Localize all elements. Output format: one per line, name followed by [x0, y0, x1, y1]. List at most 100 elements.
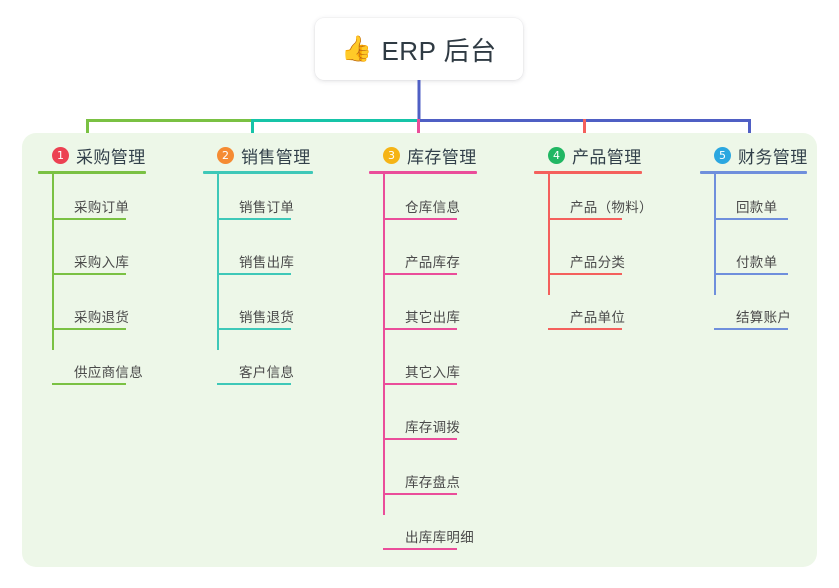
leaf-label: 采购入库: [74, 255, 130, 270]
column-title-3: 库存管理: [407, 147, 477, 167]
column-title-1: 采购管理: [76, 147, 146, 167]
column-title-2: 销售管理: [241, 147, 311, 167]
leaf-list-2: 销售订单销售出库销售退货客户信息: [217, 174, 313, 394]
leaf-underline: [383, 438, 457, 440]
leaf-underline: [383, 493, 457, 495]
leaf-spine-1: [52, 174, 54, 350]
root-node-title: ERP 后台: [381, 35, 497, 66]
leaf-label: 其它入库: [405, 365, 461, 380]
column-4: 4 产品管理产品（物料） 产品分类产品单位: [534, 143, 653, 339]
leaf-item[interactable]: 库存盘点: [383, 449, 477, 504]
column-2: 2 销售管理销售订单销售出库销售退货客户信息: [203, 143, 313, 394]
leaf-item[interactable]: 采购退货: [52, 284, 146, 339]
leaf-underline: [52, 383, 126, 385]
leaf-item[interactable]: 结算账户: [714, 284, 808, 339]
column-underline-5: [700, 171, 807, 174]
leaf-underline: [714, 218, 788, 220]
column-header-3[interactable]: 3 库存管理: [369, 143, 477, 167]
leaf-item[interactable]: 产品单位: [548, 284, 642, 339]
leaf-item[interactable]: 采购入库: [52, 229, 146, 284]
column-header-5[interactable]: 5 财务管理: [700, 143, 808, 167]
leaf-item[interactable]: 出库库明细: [383, 504, 477, 559]
column-underline-1: [38, 171, 146, 174]
leaf-label: 付款单: [736, 255, 778, 270]
leaf-label: 产品分类: [570, 255, 626, 270]
column-1: 1 采购管理采购订单采购入库采购退货供应商信息: [38, 143, 146, 394]
leaf-item[interactable]: 其它出库: [383, 284, 477, 339]
leaf-label: 销售退货: [239, 310, 295, 325]
leaf-underline: [548, 218, 622, 220]
leaf-underline: [548, 273, 622, 275]
leaf-spine-2: [217, 174, 219, 350]
column-badge-1: 1: [52, 146, 69, 164]
leaf-label: 产品（物料）: [570, 200, 653, 215]
leaf-underline: [383, 218, 457, 220]
column-3: 3 库存管理仓库信息产品库存其它出库其它入库库存调拨库存盘点出库库明细: [369, 143, 477, 559]
leaf-item[interactable]: 采购订单: [52, 174, 146, 229]
leaf-spine-3: [383, 174, 385, 515]
leaf-item[interactable]: 产品（物料）: [548, 174, 653, 229]
leaf-label: 产品库存: [405, 255, 461, 270]
leaf-item[interactable]: 销售出库: [217, 229, 313, 284]
leaf-list-5: 回款单付款单结算账户: [714, 174, 808, 339]
leaf-label: 回款单: [736, 200, 778, 215]
leaf-label: 采购订单: [74, 200, 130, 215]
leaf-label: 客户信息: [239, 365, 295, 380]
column-underline-4: [534, 171, 642, 174]
leaf-underline: [52, 328, 126, 330]
column-title-5: 财务管理: [738, 147, 808, 167]
leaf-underline: [217, 383, 291, 385]
leaf-underline: [217, 273, 291, 275]
leaf-list-1: 采购订单采购入库采购退货供应商信息: [52, 174, 146, 394]
leaf-label: 库存调拨: [405, 420, 461, 435]
leaf-label: 出库库明细: [405, 530, 474, 545]
leaf-item[interactable]: 产品库存: [383, 229, 477, 284]
leaf-spine-4: [548, 174, 550, 295]
column-underline-2: [203, 171, 313, 174]
column-5: 5 财务管理回款单付款单结算账户: [700, 143, 808, 339]
root-node-card[interactable]: 👍 ERP 后台: [315, 18, 523, 80]
column-badge-3: 3: [383, 146, 400, 164]
column-header-1[interactable]: 1 采购管理: [38, 143, 146, 167]
leaf-label: 其它出库: [405, 310, 461, 325]
leaf-item[interactable]: 供应商信息: [52, 339, 146, 394]
column-header-2[interactable]: 2 销售管理: [203, 143, 313, 167]
leaf-underline: [383, 328, 457, 330]
leaf-label: 库存盘点: [405, 475, 461, 490]
leaf-label: 销售订单: [239, 200, 295, 215]
leaf-underline: [383, 273, 457, 275]
leaf-spine-5: [714, 174, 716, 295]
column-header-4[interactable]: 4 产品管理: [534, 143, 642, 167]
column-badge-4: 4: [548, 146, 565, 164]
leaf-item[interactable]: 付款单: [714, 229, 808, 284]
leaf-item[interactable]: 销售订单: [217, 174, 313, 229]
leaf-underline: [383, 383, 457, 385]
leaf-label: 供应商信息: [74, 365, 143, 380]
leaf-label: 仓库信息: [405, 200, 461, 215]
leaf-item[interactable]: 仓库信息: [383, 174, 477, 229]
leaf-underline: [714, 273, 788, 275]
column-badge-2: 2: [217, 146, 234, 164]
column-title-4: 产品管理: [572, 147, 642, 167]
leaf-label: 产品单位: [570, 310, 626, 325]
leaf-item[interactable]: 回款单: [714, 174, 808, 229]
leaf-underline: [714, 328, 788, 330]
leaf-underline: [217, 218, 291, 220]
leaf-item[interactable]: 销售退货: [217, 284, 313, 339]
leaf-item[interactable]: 产品分类: [548, 229, 642, 284]
column-underline-3: [369, 171, 477, 174]
leaf-item[interactable]: 库存调拨: [383, 394, 477, 449]
leaf-list-4: 产品（物料） 产品分类产品单位: [548, 174, 653, 339]
thumbs-up-icon: 👍: [341, 34, 373, 63]
leaf-underline: [52, 218, 126, 220]
leaf-item[interactable]: 其它入库: [383, 339, 477, 394]
leaf-underline: [217, 328, 291, 330]
leaf-underline: [52, 273, 126, 275]
leaf-label: 销售出库: [239, 255, 295, 270]
column-badge-5: 5: [714, 146, 731, 164]
leaf-item[interactable]: 客户信息: [217, 339, 313, 394]
leaf-underline: [548, 328, 622, 330]
leaf-underline: [383, 548, 457, 550]
leaf-label: 结算账户: [736, 310, 792, 325]
